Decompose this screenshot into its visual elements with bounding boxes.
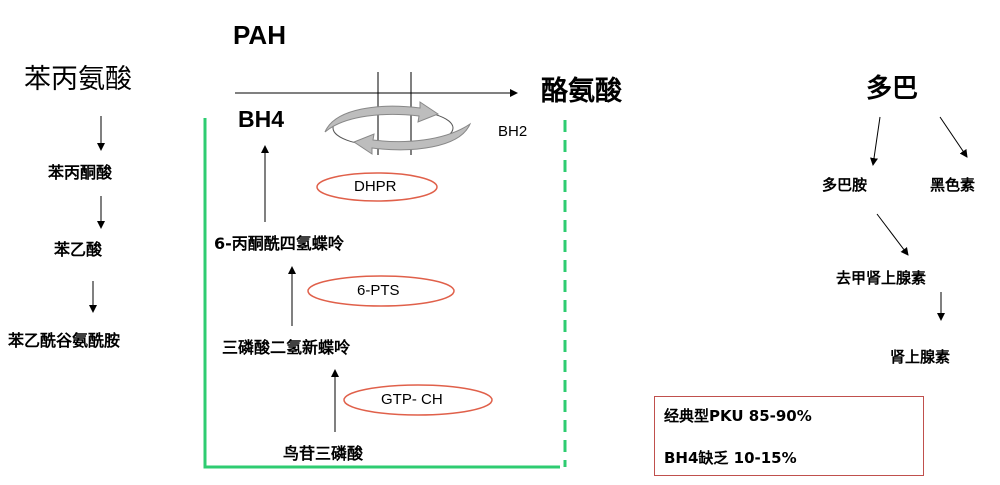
dhpr-label: DHPR	[354, 178, 397, 195]
recycle-icon	[324, 101, 472, 155]
6pts-label: 6-PTS	[357, 282, 400, 299]
arrow-dopamine-to-ne	[876, 213, 909, 256]
dhnp-label: 三磷酸二氢新蝶呤	[222, 338, 351, 357]
dopa-label: 多巴	[866, 74, 919, 104]
gtpch-ellipse	[343, 384, 493, 416]
classic-pku-stat: 经典型PKU 85-90%	[664, 407, 812, 425]
norepinephrine-label: 去甲肾上腺素	[836, 269, 927, 287]
tyrosine-label: 酪氨酸	[541, 76, 622, 107]
phenylpyruvate-label: 苯丙酮酸	[48, 163, 113, 182]
gtp-label: 鸟苷三磷酸	[283, 444, 364, 463]
phenylacetylglutamine-label: 苯乙酰谷氨酰胺	[8, 331, 121, 350]
epinephrine-label: 肾上腺素	[890, 348, 951, 366]
green-solid-line	[203, 118, 560, 469]
6pph4-label: 6-丙酮酰四氢蝶呤	[214, 234, 344, 253]
6pts-ellipse	[307, 275, 455, 307]
phenylacetate-label: 苯乙酸	[54, 240, 103, 259]
phenylalanine-label: 苯丙氨酸	[24, 64, 132, 95]
arrow-dopa-to-dopamine	[870, 116, 881, 166]
gtpch-label: GTP- CH	[381, 391, 443, 408]
bh2-label: BH2	[498, 123, 528, 140]
pah-label: PAH	[233, 20, 286, 50]
dopamine-label: 多巴胺	[822, 176, 868, 194]
bh4-deficiency-stat: BH4缺乏 10-15%	[664, 449, 797, 467]
melanin-label: 黑色素	[930, 176, 976, 194]
arrow-dopa-to-melanin	[939, 116, 968, 158]
dhpr-ellipse	[316, 172, 438, 202]
bh4-label: BH4	[238, 106, 285, 132]
pku-stats-box	[654, 396, 924, 476]
